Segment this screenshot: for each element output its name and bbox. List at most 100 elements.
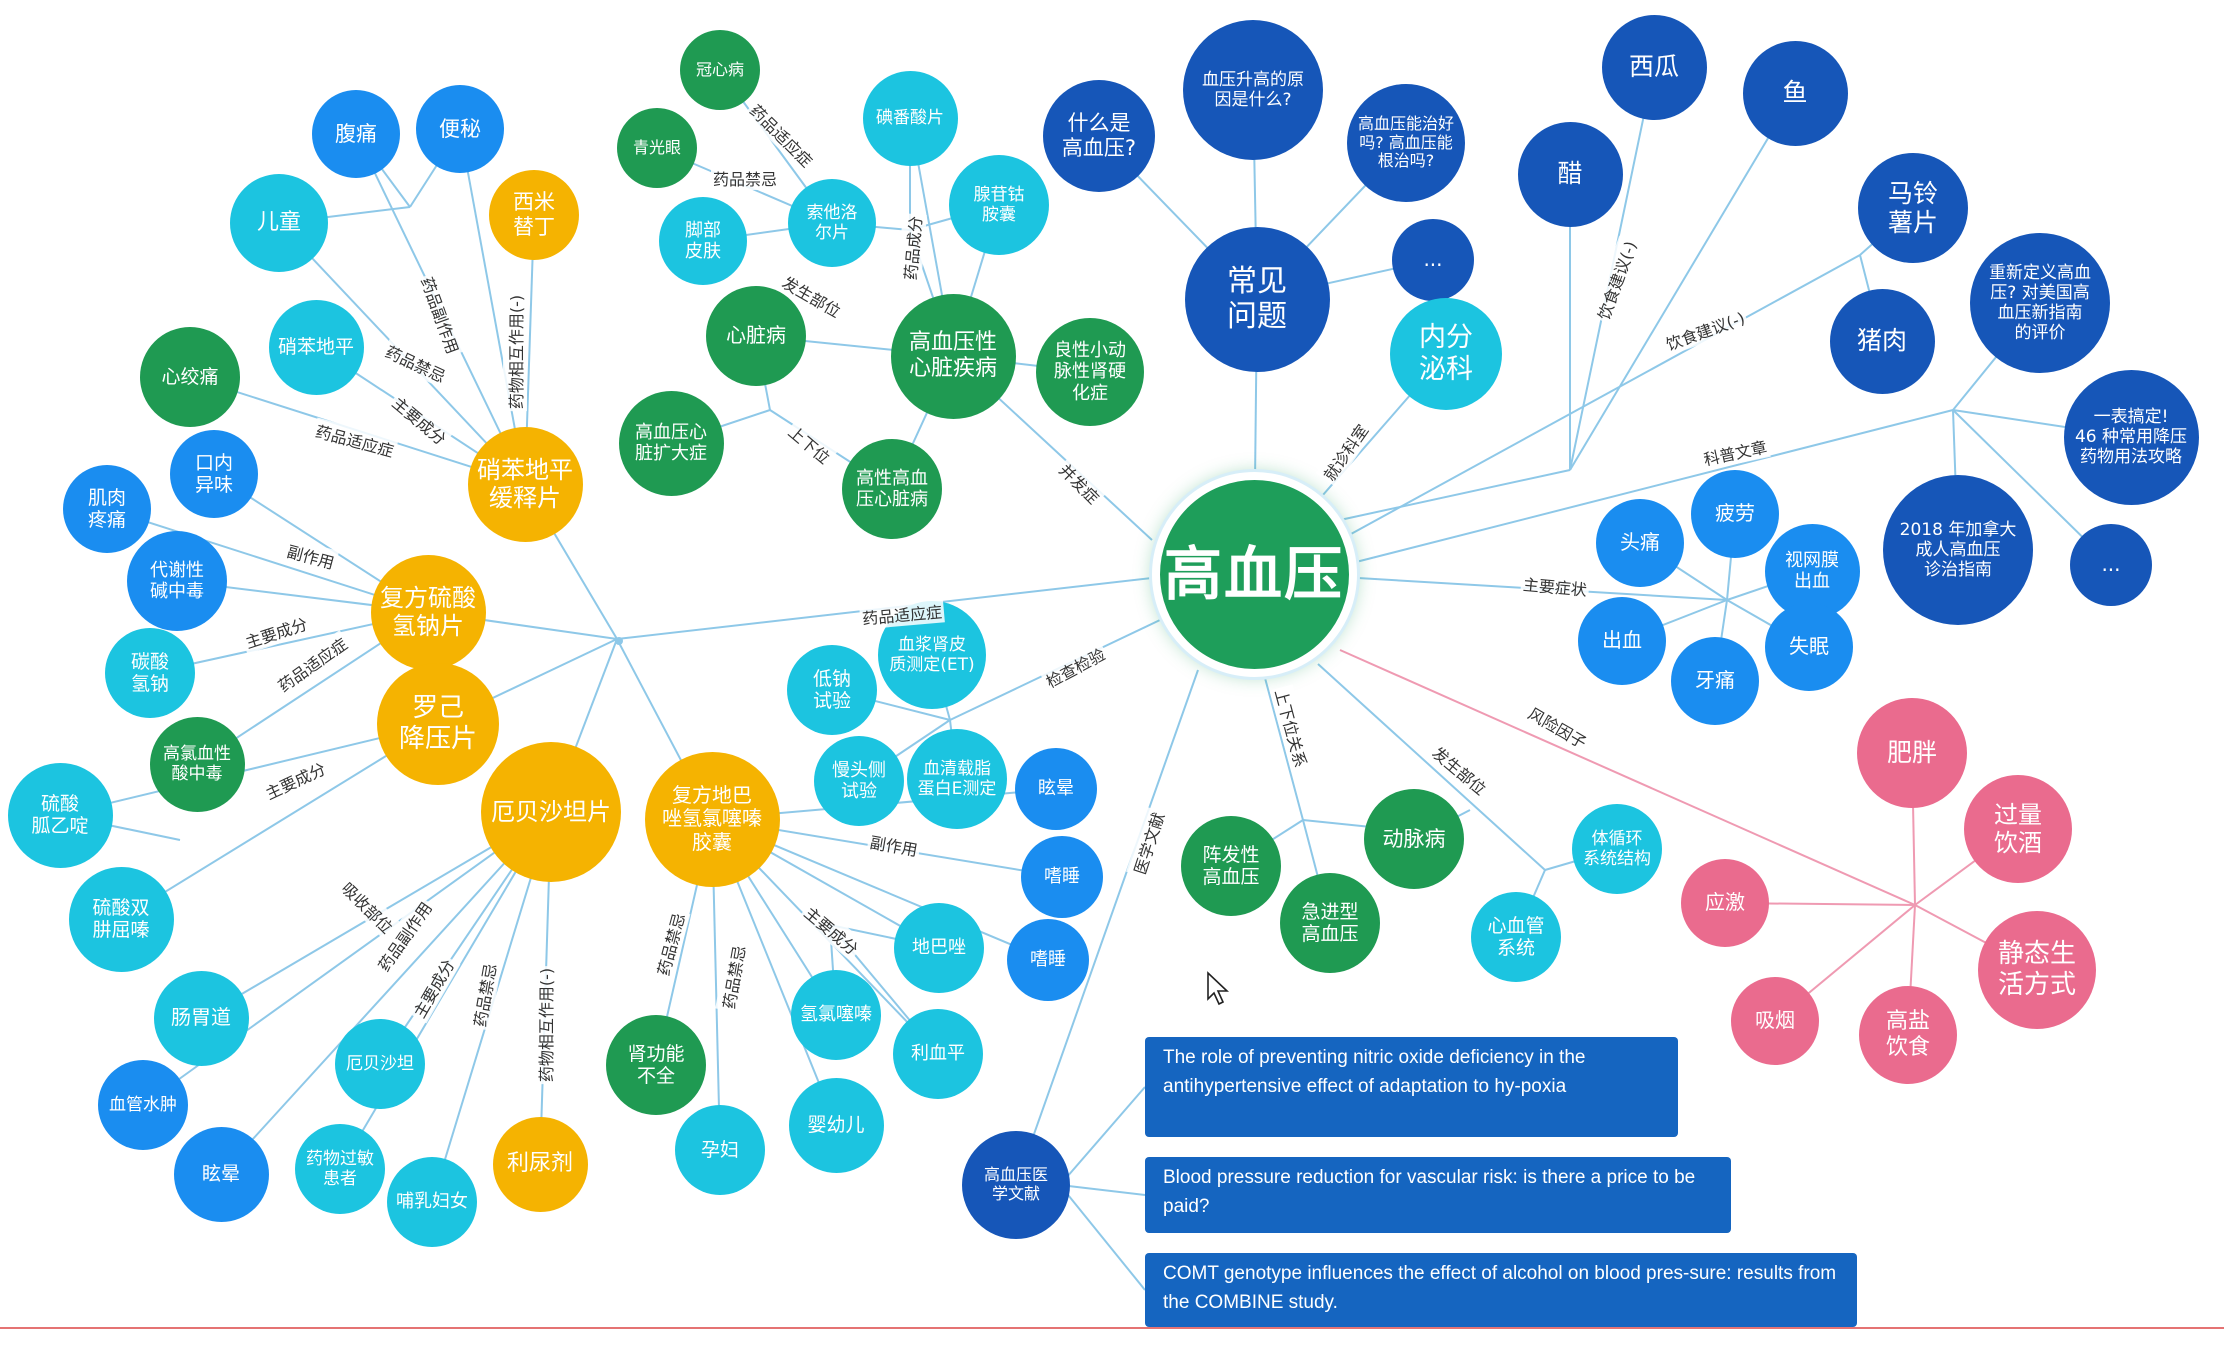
connector-line <box>1059 1184 1146 1196</box>
node-nif-nif[interactable]: 硝苯地平 <box>268 299 364 395</box>
node-drug-nif[interactable]: 硝苯地平 缓释片 <box>467 426 583 542</box>
node-fudi-dibazol[interactable]: 地巴唑 <box>894 903 984 993</box>
node-art2[interactable]: 一表搞定! 46 种常用降压 药物用法攻略 <box>2063 369 2199 505</box>
node-irb-diuretic[interactable]: 利尿剂 <box>492 1116 588 1212</box>
node-hhd-heart[interactable]: 心脏病 <box>706 286 806 386</box>
node-hhd-cad[interactable]: 冠心病 <box>680 30 760 110</box>
node-drugs-hub[interactable] <box>615 637 623 645</box>
node-faq-q2[interactable]: 血压升高的原 因是什么? <box>1183 20 1323 160</box>
node-fudi-reserp[interactable]: 利血平 <box>893 1009 983 1099</box>
connector-line <box>1569 92 1796 471</box>
node-sym-retina[interactable]: 视网膜 出血 <box>1764 523 1860 619</box>
node-center[interactable]: 高血压 <box>1151 471 1357 677</box>
node-pork[interactable]: 猪肉 <box>1829 288 1935 394</box>
node-irb-irb[interactable]: 厄贝沙坦 <box>335 1019 425 1109</box>
connector-line <box>459 128 526 485</box>
node-test-tilt[interactable]: 慢头侧 试验 <box>814 736 904 826</box>
node-faq-q3[interactable]: 高血压能治好 吗? 高血压能 根治吗? <box>1347 84 1465 202</box>
node-hhd-drug2[interactable]: 碘番酸片 <box>862 70 958 166</box>
node-nif-abd[interactable]: 腹痛 <box>312 90 400 178</box>
node-comp-mouth[interactable]: 口内 异味 <box>170 430 258 518</box>
node-fudi-preg[interactable]: 孕妇 <box>675 1105 765 1195</box>
node-nif-const[interactable]: 便秘 <box>416 85 504 173</box>
node-drug-irb[interactable]: 厄贝沙坦片 <box>481 742 621 882</box>
node-drug-fudi[interactable]: 复方地巴 唑氢氯噻嗪 胶囊 <box>644 751 780 887</box>
node-risk-stress[interactable]: 应激 <box>1681 859 1769 947</box>
node-site-cardio[interactable]: 心血管 系统 <box>1471 892 1561 982</box>
node-luoji-dihydral[interactable]: 硫酸双 肼屈嗪 <box>68 866 174 972</box>
literature-paper-3[interactable]: COMT genotype influences the effect of a… <box>1145 1253 1857 1327</box>
literature-paper-2[interactable]: Blood pressure reduction for vascular ri… <box>1145 1157 1731 1233</box>
node-risk-alcohol[interactable]: 过量 饮酒 <box>1964 775 2072 883</box>
literature-paper-1[interactable]: The role of preventing nitric oxide defi… <box>1145 1037 1678 1137</box>
connector-line <box>1317 663 1546 871</box>
node-art3[interactable]: 2018 年加拿大 成人高血压 诊治指南 <box>1883 475 2033 625</box>
node-drug-comp[interactable]: 复方硫酸 氢钠片 <box>370 554 486 670</box>
node-watermelon[interactable]: 西瓜 <box>1601 14 1707 120</box>
node-hhd-glaucoma[interactable]: 青光眼 <box>617 108 697 188</box>
node-risk-obesity[interactable]: 肥胖 <box>1857 698 1967 808</box>
node-hhd-drug3[interactable]: 腺苷钴 胺囊 <box>949 155 1049 255</box>
connector-line <box>59 723 439 816</box>
node-faq[interactable]: 常见 问题 <box>1184 226 1330 372</box>
node-art1[interactable]: 重新定义高血 压? 对美国高 血压新指南 的评价 <box>1970 233 2110 373</box>
connector-line <box>1339 649 1916 906</box>
node-faq-more[interactable]: ... <box>1392 219 1474 301</box>
node-fudi-hctz[interactable]: 氢氯噻嗪 <box>791 970 881 1060</box>
node-comp-hyperk[interactable]: 高氯血性 酸中毒 <box>149 716 245 812</box>
node-nif-angina[interactable]: 心绞痛 <box>140 327 240 427</box>
node-vinegar[interactable]: 醋 <box>1517 121 1623 227</box>
node-irb-lact[interactable]: 哺乳妇女 <box>387 1157 477 1247</box>
node-sym-insomnia[interactable]: 失眠 <box>1765 603 1853 691</box>
node-hhd-benign[interactable]: 良性小动 脉性肾硬 化症 <box>1036 318 1144 426</box>
node-fudi-thirst[interactable]: 嗜睡 <box>1021 836 1103 918</box>
node-test-lipid[interactable]: 血清载脂 蛋白E测定 <box>907 729 1007 829</box>
node-hhd-hhd2[interactable]: 高性高血 压心脏病 <box>842 439 942 539</box>
connector-line <box>1015 669 1199 1186</box>
node-faq-q1[interactable]: 什么是 高血压? <box>1043 80 1155 192</box>
node-sym-fatigue[interactable]: 疲劳 <box>1691 470 1779 558</box>
node-hhd[interactable]: 高血压性 心脏疾病 <box>890 293 1016 419</box>
node-irb-angio[interactable]: 血管水肿 <box>98 1060 188 1150</box>
node-luoji-sulf[interactable]: 硫酸 胍乙啶 <box>7 762 113 868</box>
node-nif-child[interactable]: 儿童 <box>230 174 328 272</box>
node-sym-headache[interactable]: 头痛 <box>1596 499 1684 587</box>
node-comp-nahco3[interactable]: 碳酸 氢钠 <box>105 628 195 718</box>
node-sym-bleeding[interactable]: 出血 <box>1578 597 1666 685</box>
connector-line <box>1059 1086 1146 1186</box>
node-drug-luoji[interactable]: 罗己 降压片 <box>377 663 499 785</box>
node-lit[interactable]: 高血压医 学文献 <box>962 1131 1070 1239</box>
node-fudi-nausea[interactable]: 嗜睡 <box>1007 919 1089 1001</box>
node-test-lowna[interactable]: 低钠 试验 <box>787 645 877 735</box>
node-risk-salt[interactable]: 高盐 饮食 <box>1859 986 1957 1084</box>
node-hhd-ortho[interactable]: 索他洛 尔片 <box>788 179 876 267</box>
node-irb-gi[interactable]: 肠胃道 <box>153 970 249 1066</box>
node-fudi-renal[interactable]: 肾功能 不全 <box>606 1015 706 1115</box>
node-risk-sedentary[interactable]: 静态生 活方式 <box>1978 911 2096 1029</box>
node-site-arterio[interactable]: 动脉病 <box>1364 789 1464 889</box>
node-hhd-foot[interactable]: 脚部 皮肤 <box>659 197 747 285</box>
node-fudi-dizzy[interactable]: 眩晕 <box>1015 748 1097 830</box>
node-risk-smoking[interactable]: 吸烟 <box>1731 977 1819 1065</box>
node-fish[interactable]: 鱼 <box>1742 40 1848 146</box>
edge-label-e-irb-inter: 药物相互作用(-) <box>533 965 557 1085</box>
node-sub-paroxysmal[interactable]: 阵发性 高血压 <box>1181 816 1281 916</box>
node-potato[interactable]: 马铃 薯片 <box>1858 153 1968 263</box>
node-comp-muscle[interactable]: 肌肉 疼痛 <box>63 465 151 553</box>
node-comp-metab[interactable]: 代谢性 碱中毒 <box>127 531 227 631</box>
connector-line <box>120 723 439 920</box>
edge-label-e-hhd-forbid: 药品禁忌 <box>710 166 780 190</box>
node-site-circ[interactable]: 体循环 系统结构 <box>1572 804 1662 894</box>
node-sub-progressive[interactable]: 急进型 高血压 <box>1280 873 1380 973</box>
node-irb-allergy[interactable]: 药物过敏 患者 <box>295 1124 385 1214</box>
node-art-more[interactable]: ... <box>2070 524 2152 606</box>
mouse-pointer-icon <box>1207 971 1230 1006</box>
edge-label-e-nif-inter: 药物相互作用(-) <box>503 292 527 412</box>
node-nif-cim[interactable]: 西米 替丁 <box>489 170 579 260</box>
node-irb-dizzy[interactable]: 眩晕 <box>173 1126 269 1222</box>
node-sym-tinnitus[interactable]: 牙痛 <box>1671 637 1759 725</box>
node-fudi-infant[interactable]: 婴幼儿 <box>788 1077 884 1173</box>
node-hhd-enlarge[interactable]: 高血压心 脏扩大症 <box>618 390 724 496</box>
node-endo[interactable]: 内分 泌科 <box>1390 298 1502 410</box>
